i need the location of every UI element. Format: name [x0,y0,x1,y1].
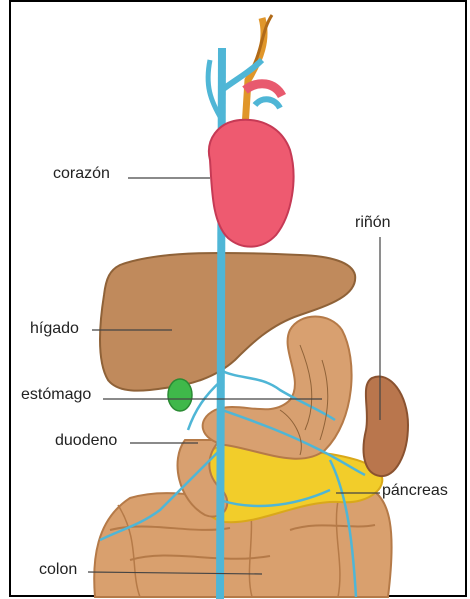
label-pancreas: páncreas [382,482,448,500]
label-stomach: estómago [21,386,91,404]
kidney [364,376,408,476]
label-liver: hígado [30,320,79,338]
label-colon: colon [39,561,77,579]
label-kidney: riñón [355,214,391,232]
gallbladder [168,379,192,411]
label-duodenum: duodeno [55,432,117,450]
label-heart: corazón [53,165,110,183]
